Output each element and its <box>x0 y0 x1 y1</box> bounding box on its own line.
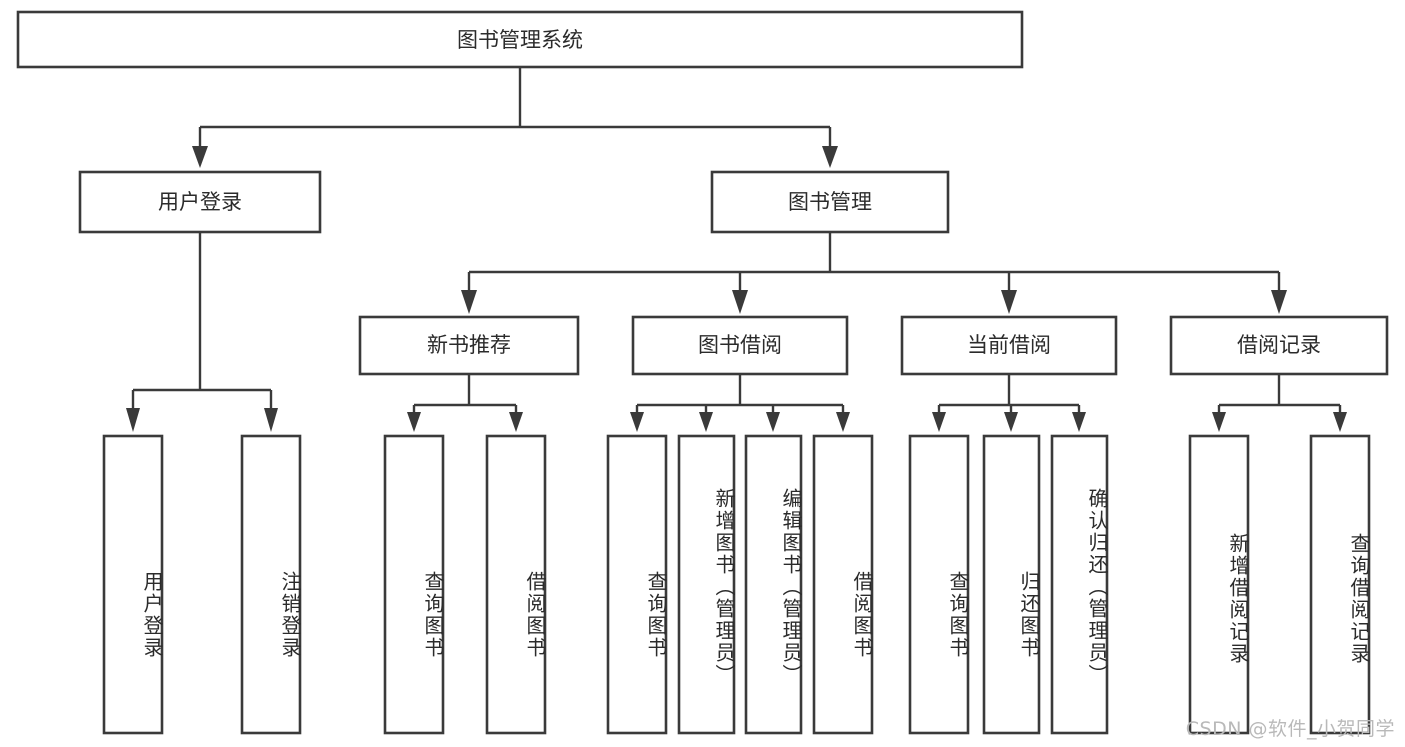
leaf-box-query-book-br[interactable] <box>606 434 668 735</box>
node-borrow-record-label: 借阅记录 <box>1237 333 1321 357</box>
arrow-head-current-borrow <box>1001 290 1017 314</box>
arrow-head-leaf-borrow-book-rec <box>509 412 523 432</box>
arrow-head-leaf-user-logout <box>264 408 278 432</box>
arrow-head-leaf-query-book-rec <box>407 412 421 432</box>
leaf-box-query-record[interactable] <box>1309 434 1371 735</box>
arrow-head-leaf-confirm-return <box>1072 412 1086 432</box>
arrow-head-new-book-rec <box>461 290 477 314</box>
node-new-book-rec[interactable]: 新书推荐 <box>358 315 580 376</box>
node-root-box[interactable] <box>16 10 1024 69</box>
leaf-box-edit-book[interactable] <box>744 434 803 735</box>
connector-group-book-manage <box>461 232 1287 314</box>
node-borrow-record-box[interactable] <box>1169 315 1389 376</box>
connector-group-borrow-record <box>1212 374 1347 432</box>
leaf-box-query-book-cb[interactable] <box>908 434 970 735</box>
arrow-head-leaf-query-book-cb <box>932 412 946 432</box>
arrow-head-leaf-return-book <box>1004 412 1018 432</box>
node-book-borrow[interactable]: 图书借阅 <box>631 315 849 376</box>
leaf-box-add-record[interactable] <box>1188 434 1250 735</box>
arrow-head-leaf-edit-book <box>766 412 780 432</box>
node-user-login-box[interactable] <box>78 170 322 234</box>
leaf-boxes <box>102 434 1371 735</box>
node-root-label: 图书管理系统 <box>457 28 583 52</box>
node-root[interactable]: 图书管理系统 <box>16 10 1024 69</box>
node-book-manage-box[interactable] <box>710 170 950 234</box>
arrow-head-leaf-user-login <box>126 408 140 432</box>
node-book-manage-label: 图书管理 <box>788 190 872 214</box>
arrow-head-leaf-add-record <box>1212 412 1226 432</box>
leaf-box-borrow-book-br[interactable] <box>812 434 874 735</box>
node-user-login[interactable]: 用户登录 <box>78 170 322 234</box>
node-current-borrow[interactable]: 当前借阅 <box>900 315 1118 376</box>
node-current-borrow-box[interactable] <box>900 315 1118 376</box>
node-new-book-rec-box[interactable] <box>358 315 580 376</box>
node-current-borrow-label: 当前借阅 <box>967 333 1051 357</box>
node-book-borrow-label: 图书借阅 <box>698 333 782 357</box>
arrow-head-book-borrow <box>732 290 748 314</box>
node-user-login-label: 用户登录 <box>158 190 242 214</box>
leaf-box-borrow-book-rec[interactable] <box>485 434 547 735</box>
node-borrow-record[interactable]: 借阅记录 <box>1169 315 1389 376</box>
leaf-box-add-book[interactable] <box>677 434 736 735</box>
leaf-box-confirm-return[interactable] <box>1050 434 1109 735</box>
connector-group-new-book-rec <box>407 374 523 432</box>
leaf-box-user-logout[interactable] <box>240 434 302 735</box>
connector-group-book-borrow <box>630 374 850 432</box>
arrow-head-leaf-borrow-book-br <box>836 412 850 432</box>
connector-group-current-borrow <box>932 374 1086 432</box>
node-book-manage[interactable]: 图书管理 <box>710 170 950 234</box>
arrow-head-leaf-add-book <box>699 412 713 432</box>
csdn-watermark: CSDN @软件_小贺同学 <box>1185 718 1395 740</box>
arrow-head-user-login <box>192 146 208 168</box>
connector-group-user-login <box>126 232 278 432</box>
leaf-box-user-login[interactable] <box>102 434 164 735</box>
node-book-borrow-box[interactable] <box>631 315 849 376</box>
arrow-head-leaf-query-record <box>1333 412 1347 432</box>
arrow-head-leaf-query-book-br <box>630 412 644 432</box>
arrow-head-book-manage <box>822 146 838 168</box>
arrow-head-borrow-record <box>1271 290 1287 314</box>
node-new-book-rec-label: 新书推荐 <box>427 333 511 357</box>
leaf-box-query-book-rec[interactable] <box>383 434 445 735</box>
leaf-box-return-book[interactable] <box>982 434 1041 735</box>
connector-group-root <box>192 67 838 168</box>
